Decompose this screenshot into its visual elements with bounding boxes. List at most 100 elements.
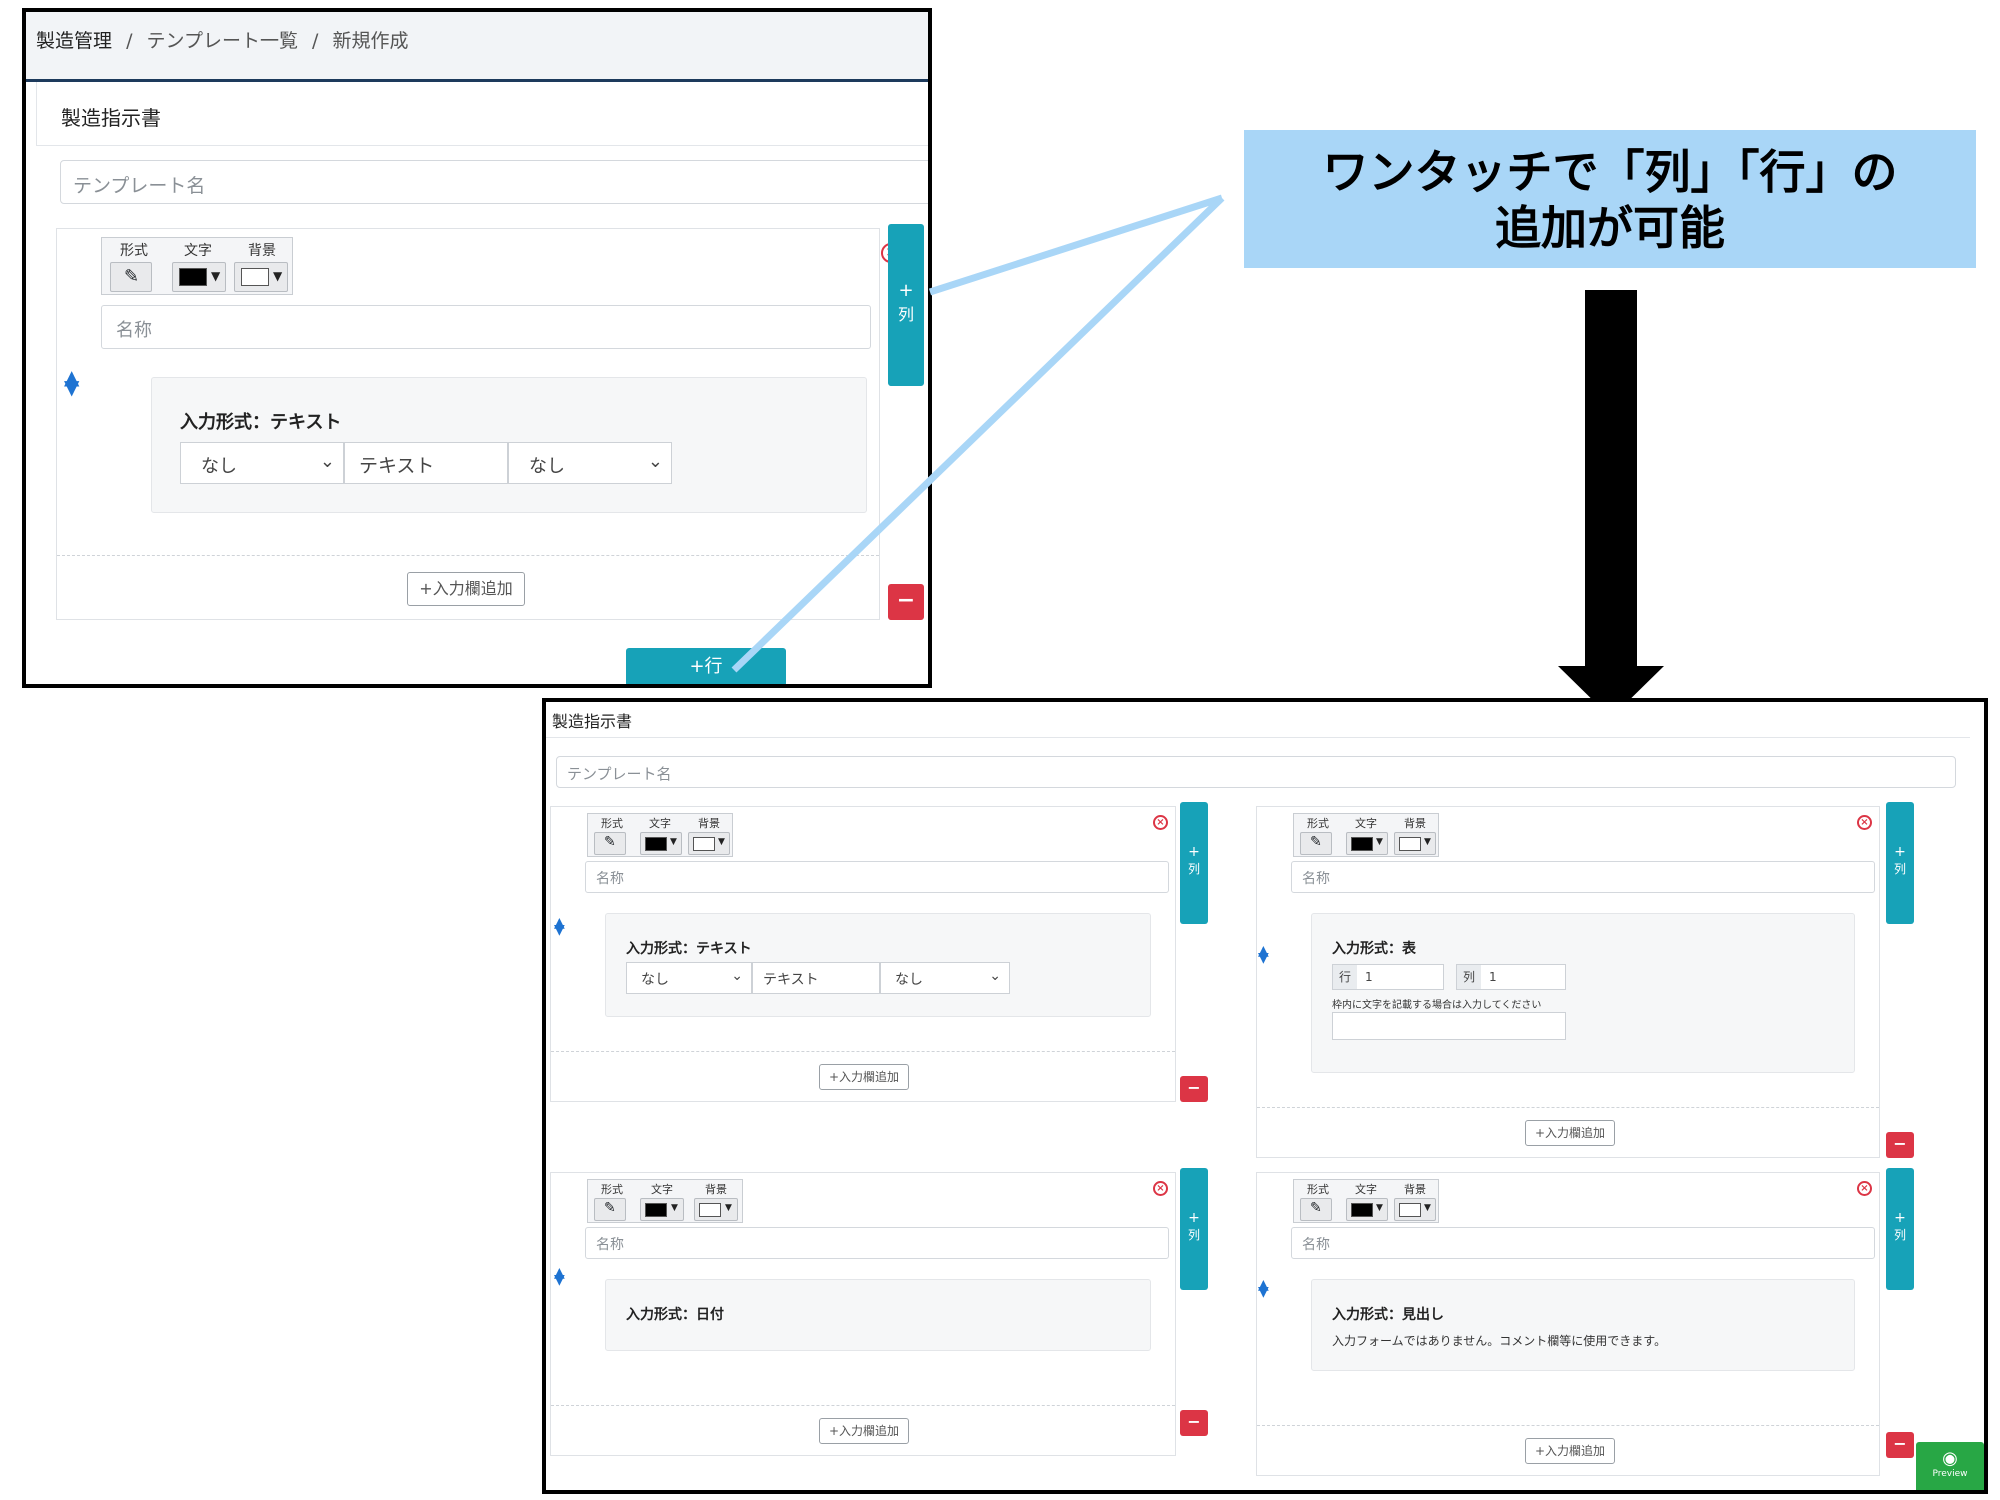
preview-button[interactable]: ◉ Preview — [1916, 1442, 1984, 1490]
format-edit-button[interactable]: ✎ — [1300, 832, 1332, 855]
row-count-input[interactable]: 行 1 — [1332, 964, 1444, 990]
add-column-button[interactable]: +列 — [1886, 1168, 1914, 1290]
text-color-picker[interactable]: ▼ — [640, 832, 682, 855]
format-edit-button[interactable]: ✎ — [1300, 1198, 1332, 1221]
chevron-down-icon: ⌄ — [989, 968, 1001, 984]
card-footer: +入力欄追加 — [57, 555, 879, 619]
type-label: テキスト — [344, 442, 508, 484]
card-footer: +入力欄追加 — [551, 1051, 1175, 1101]
add-column-button[interactable]: +列 — [1180, 1168, 1208, 1290]
add-row-button[interactable]: +行 — [626, 648, 786, 684]
suffix-select[interactable]: なし⌄ — [508, 442, 672, 484]
text-color-picker[interactable]: ▼ — [1346, 832, 1388, 855]
remove-button[interactable]: − — [1886, 1432, 1914, 1458]
field-card-date: 形式 文字 背景 ✎ ▼ ▼ × 名称 入力形式：日付 +入力欄追加 — [550, 1172, 1176, 1456]
add-field-button[interactable]: +入力欄追加 — [819, 1064, 909, 1090]
sort-arrows-icon[interactable]: ▲▼ — [1258, 1277, 1269, 1300]
text-color-picker[interactable]: ▼ — [1346, 1198, 1388, 1221]
close-circle-icon[interactable]: × — [1153, 815, 1168, 830]
background-color-swatch — [241, 268, 269, 286]
caret-down-icon: ▼ — [273, 269, 283, 283]
template-name-input[interactable]: テンプレート名 — [556, 756, 1956, 788]
type-label: テキスト — [752, 962, 880, 994]
form-title-row: 製造指示書 — [546, 702, 1970, 738]
background-color-picker[interactable]: ▼ — [1394, 1198, 1436, 1221]
style-toolbar: 形式 文字 背景 ✎ ▼ ▼ — [1293, 813, 1439, 857]
caret-down-icon: ▼ — [725, 1203, 732, 1213]
format-edit-button[interactable]: ✎ — [594, 832, 626, 855]
prefix-select[interactable]: なし⌄ — [626, 962, 752, 994]
table-text-input[interactable] — [1332, 1012, 1566, 1040]
field-name-input[interactable]: 名称 — [101, 305, 871, 349]
edit-icon: ✎ — [1310, 834, 1322, 850]
add-field-button[interactable]: +入力欄追加 — [407, 572, 525, 606]
breadcrumb-item-3: 新規作成 — [332, 30, 409, 52]
add-field-button[interactable]: +入力欄追加 — [1525, 1438, 1615, 1464]
callout-line-2: 追加が可能 — [1495, 201, 1725, 255]
close-circle-icon[interactable]: × — [1857, 1181, 1872, 1196]
column-count-input[interactable]: 列 1 — [1456, 964, 1566, 990]
prefix-select[interactable]: なし⌄ — [180, 442, 344, 484]
edit-icon: ✎ — [1310, 1200, 1322, 1216]
background-color-picker[interactable]: ▼ — [234, 262, 288, 292]
caret-down-icon: ▼ — [1424, 837, 1431, 847]
field-card: 形式 文字 背景 ✎ ▼ ▼ × 名称 入力形式：テキスト なし⌄ テキスト — [56, 228, 901, 620]
field-name-input[interactable]: 名称 — [585, 861, 1169, 893]
template-name-input[interactable]: テンプレート名 — [60, 160, 928, 204]
text-color-picker[interactable]: ▼ — [640, 1198, 684, 1221]
input-type-box-headline: 入力形式：見出し 入力フォームではありません。コメント欄等に使用できます。 — [1311, 1279, 1855, 1371]
sort-arrows-icon[interactable]: ▲▼ — [1258, 943, 1269, 966]
breadcrumb-item-1[interactable]: 製造管理 — [36, 30, 113, 52]
edit-icon: ✎ — [124, 266, 140, 287]
breadcrumb-item-2[interactable]: テンプレート一覧 — [146, 30, 298, 52]
sort-arrows-icon[interactable]: ▲▼ — [64, 365, 80, 399]
background-color-picker[interactable]: ▼ — [1394, 832, 1436, 855]
close-circle-icon[interactable]: × — [1153, 1181, 1168, 1196]
style-toolbar: 形式 文字 背景 ✎ ▼ ▼ — [587, 1179, 743, 1223]
sort-arrows-icon[interactable]: ▲▼ — [554, 915, 565, 938]
close-circle-icon[interactable]: × — [1857, 815, 1872, 830]
remove-button[interactable]: − — [1886, 1132, 1914, 1158]
format-edit-button[interactable]: ✎ — [594, 1198, 626, 1221]
page-title: 製造指示書 — [61, 106, 161, 130]
field-name-input[interactable]: 名称 — [585, 1227, 1169, 1259]
add-column-button[interactable]: +列 — [1180, 802, 1208, 924]
add-field-button[interactable]: +入力欄追加 — [1525, 1120, 1615, 1146]
callout-box: ワンタッチで「列」「行」の 追加が可能 — [1244, 130, 1976, 268]
edit-icon: ✎ — [604, 834, 616, 850]
caret-down-icon: ▼ — [1376, 837, 1383, 847]
input-type-box-text: 入力形式：テキスト なし⌄ テキスト なし⌄ — [605, 913, 1151, 1017]
sort-arrows-icon[interactable]: ▲▼ — [554, 1265, 565, 1288]
caret-down-icon: ▼ — [211, 269, 221, 283]
caret-down-icon: ▼ — [671, 1203, 678, 1213]
input-type-box-text: 入力形式：テキスト なし⌄ テキスト なし⌄ — [151, 377, 867, 513]
add-field-button[interactable]: +入力欄追加 — [819, 1418, 909, 1444]
format-edit-button[interactable]: ✎ — [110, 262, 152, 292]
edit-icon: ✎ — [604, 1200, 616, 1216]
input-type-box-date: 入力形式：日付 — [605, 1279, 1151, 1351]
remove-button[interactable]: − — [1180, 1410, 1208, 1436]
field-card-table: 形式 文字 背景 ✎ ▼ ▼ × 名称 入力形式：表 行 1 列 1 枠内に文字… — [1256, 806, 1880, 1158]
background-color-picker[interactable]: ▼ — [688, 832, 730, 855]
suffix-select[interactable]: なし⌄ — [880, 962, 1010, 994]
chevron-down-icon: ⌄ — [647, 451, 663, 472]
eye-icon: ◉ — [1942, 1448, 1958, 1469]
text-color-picker[interactable]: ▼ — [172, 262, 226, 292]
remove-button[interactable]: − — [1180, 1076, 1208, 1102]
chevron-down-icon: ⌄ — [731, 968, 743, 984]
remove-button[interactable]: − — [888, 584, 924, 620]
add-column-button[interactable]: + 列 — [888, 224, 924, 386]
bottom-screenshot-panel: 製造指示書 テンプレート名 形式 文字 背景 ✎ ▼ ▼ × 名称 入力形式：テ… — [542, 698, 1988, 1494]
callout-line-1: ワンタッチで「列」「行」の — [1322, 145, 1898, 199]
field-card-text: 形式 文字 背景 ✎ ▼ ▼ × 名称 入力形式：テキスト なし⌄ テキスト な… — [550, 806, 1176, 1102]
field-name-input[interactable]: 名称 — [1291, 1227, 1875, 1259]
input-type-box-table: 入力形式：表 行 1 列 1 枠内に文字を記載する場合は入力してください — [1311, 913, 1855, 1073]
style-toolbar: 形式 文字 背景 ✎ ▼ ▼ — [1293, 1179, 1439, 1223]
caret-down-icon: ▼ — [670, 837, 677, 847]
top-screenshot-panel: 製造管理 / テンプレート一覧 / 新規作成 製造指示書 テンプレート名 形式 … — [22, 8, 932, 688]
add-column-button[interactable]: +列 — [1886, 802, 1914, 924]
background-color-picker[interactable]: ▼ — [694, 1198, 738, 1221]
chevron-down-icon: ⌄ — [319, 451, 335, 472]
headline-note: 入力フォームではありません。コメント欄等に使用できます。 — [1332, 1334, 1667, 1348]
field-name-input[interactable]: 名称 — [1291, 861, 1875, 893]
